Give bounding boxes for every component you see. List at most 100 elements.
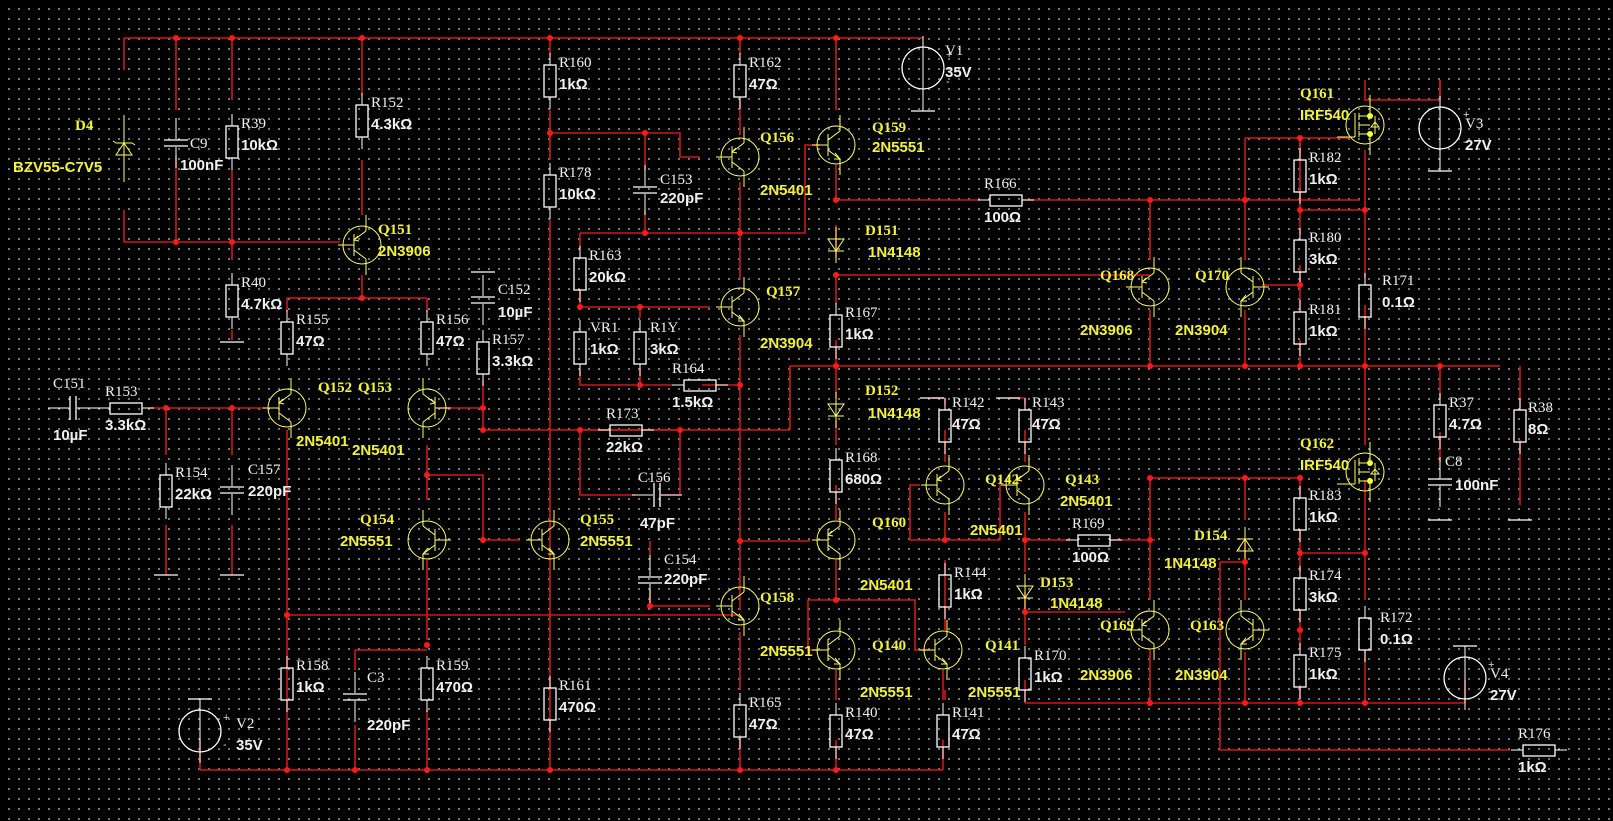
junction-dot (1147, 537, 1153, 543)
component-ref: R165 (749, 695, 782, 711)
component-value: 3kΩ (1309, 251, 1338, 268)
diode-ref: D151 (865, 223, 898, 239)
component-ref: R160 (559, 55, 592, 71)
component-ref: R182 (1309, 150, 1342, 166)
junction-dot (173, 35, 179, 41)
junction-dot (229, 35, 235, 41)
transistor-model: 2N5401 (1060, 493, 1113, 510)
component-value: 47Ω (952, 416, 981, 433)
component-ref: R1Y (650, 320, 679, 336)
plus-sign: + (946, 49, 952, 61)
minus-sign: - (1463, 136, 1467, 148)
component-ref: VR1 (590, 320, 618, 336)
component-value: 0.1Ω (1382, 294, 1415, 311)
junction-dot (1242, 559, 1248, 565)
component-ref: R166 (984, 176, 1017, 192)
component-ref: R155 (296, 312, 329, 328)
wire (789, 365, 1500, 430)
